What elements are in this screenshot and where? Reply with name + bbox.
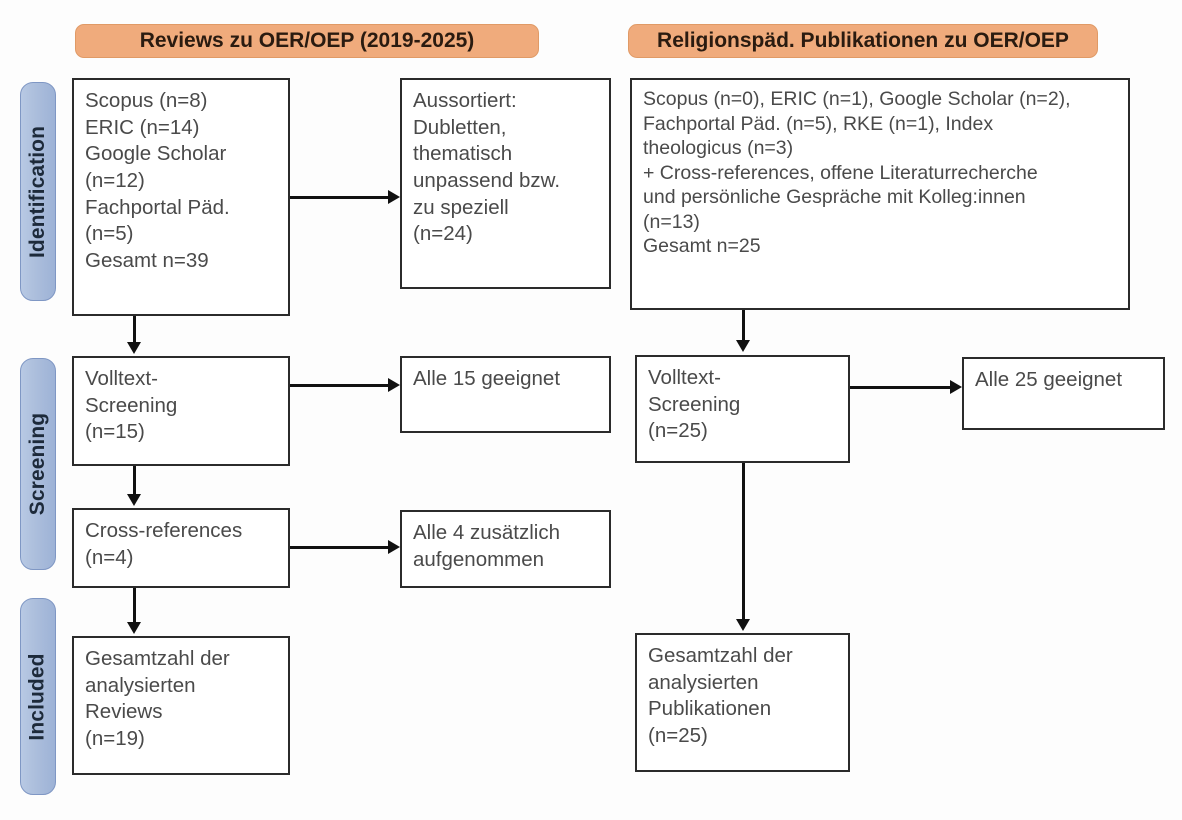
connector-right-sources-to-screening (742, 310, 745, 342)
column-header-religionspaed: Religionspäd. Publikationen zu OER/OEP (628, 24, 1098, 58)
arrowhead-left-fulltext-to-crossrefs (127, 494, 141, 506)
arrowhead-right-fulltext-to-result (950, 380, 962, 394)
column-header-religionspaed-label: Religionspäd. Publikationen zu OER/OEP (657, 29, 1069, 52)
box-right-screening-fulltext: Volltext- Screening (n=25) (635, 355, 850, 463)
arrowhead-right-sources-to-screening (736, 340, 750, 352)
connector-left-sources-to-excluded (290, 196, 388, 199)
box-left-identification-sources: Scopus (n=8) ERIC (n=14) Google Scholar … (72, 78, 290, 316)
phase-label-identification: Identification (26, 125, 50, 258)
box-left-screening-crossrefs: Cross-references (n=4) (72, 508, 290, 588)
connector-left-sources-to-screening (133, 316, 136, 344)
arrowhead-left-sources-to-screening (127, 342, 141, 354)
phase-bar-screening: Screening (20, 358, 56, 570)
box-right-screening-fulltext-result: Alle 25 geeignet (962, 357, 1165, 430)
connector-left-crossrefs-to-result (290, 546, 388, 549)
phase-bar-identification: Identification (20, 82, 56, 301)
connector-right-fulltext-to-result (850, 386, 950, 389)
box-right-identification-sources: Scopus (n=0), ERIC (n=1), Google Scholar… (630, 78, 1130, 310)
connector-right-fulltext-to-included (742, 463, 745, 621)
arrowhead-left-sources-to-excluded (388, 190, 400, 204)
phase-label-screening: Screening (26, 412, 49, 516)
box-left-included-total: Gesamtzahl der analysierten Reviews (n=1… (72, 636, 290, 775)
box-left-screening-fulltext: Volltext- Screening (n=15) (72, 356, 290, 466)
connector-left-crossrefs-to-included (133, 588, 136, 624)
arrowhead-left-fulltext-to-result (388, 378, 400, 392)
phase-label-included: Included (26, 652, 50, 741)
arrowhead-left-crossrefs-to-included (127, 622, 141, 634)
box-left-screening-crossrefs-result: Alle 4 zusätzlich aufgenommen (400, 510, 611, 588)
phase-bar-included: Included (20, 598, 56, 795)
connector-left-fulltext-to-crossrefs (133, 466, 136, 496)
box-left-identification-excluded: Aussortiert: Dubletten, thematisch unpas… (400, 78, 611, 289)
box-left-screening-fulltext-result: Alle 15 geeignet (400, 356, 611, 433)
column-header-reviews-label: Reviews zu OER/OEP (2019-2025) (139, 29, 475, 52)
column-header-reviews: Reviews zu OER/OEP (2019-2025) (75, 24, 539, 58)
connector-left-fulltext-to-result (290, 384, 388, 387)
arrowhead-left-crossrefs-to-result (388, 540, 400, 554)
arrowhead-right-fulltext-to-included (736, 619, 750, 631)
box-right-included-total: Gesamtzahl der analysierten Publikatione… (635, 633, 850, 772)
